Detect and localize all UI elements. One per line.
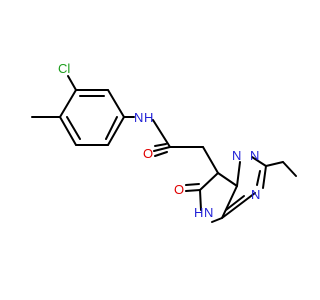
amide-linker <box>123 116 219 174</box>
amide-carbonyl <box>154 143 168 157</box>
triazole-nitrogen-3-label: N <box>251 187 260 202</box>
imidazolone-ring <box>185 172 238 223</box>
ethyl-substituent <box>265 161 297 177</box>
triazole-nitrogen-2-label: N <box>250 148 259 163</box>
amide-nitrogen-label: N <box>134 110 143 125</box>
benzene-ring <box>59 89 125 146</box>
amide-oxygen-label: O <box>143 146 153 161</box>
structure-diagram: Cl N H O N N N N H O <box>31 61 297 223</box>
triazole-nitrogen-1-label: N <box>232 148 241 163</box>
amide-hydrogen-label: H <box>144 110 153 125</box>
chlorine-atom-label: Cl <box>58 61 70 76</box>
triazole-ring <box>221 156 267 219</box>
ring-oxygen-label: O <box>174 182 184 197</box>
atom-labels: Cl N H O N N N N H O <box>58 61 260 220</box>
ring-hydrogen-label: H <box>194 205 203 220</box>
chloro-substituent <box>67 75 77 91</box>
ring-nitrogen-label: N <box>204 205 213 220</box>
molecule-drawing: Cl N H O N N N N H O <box>31 61 297 223</box>
